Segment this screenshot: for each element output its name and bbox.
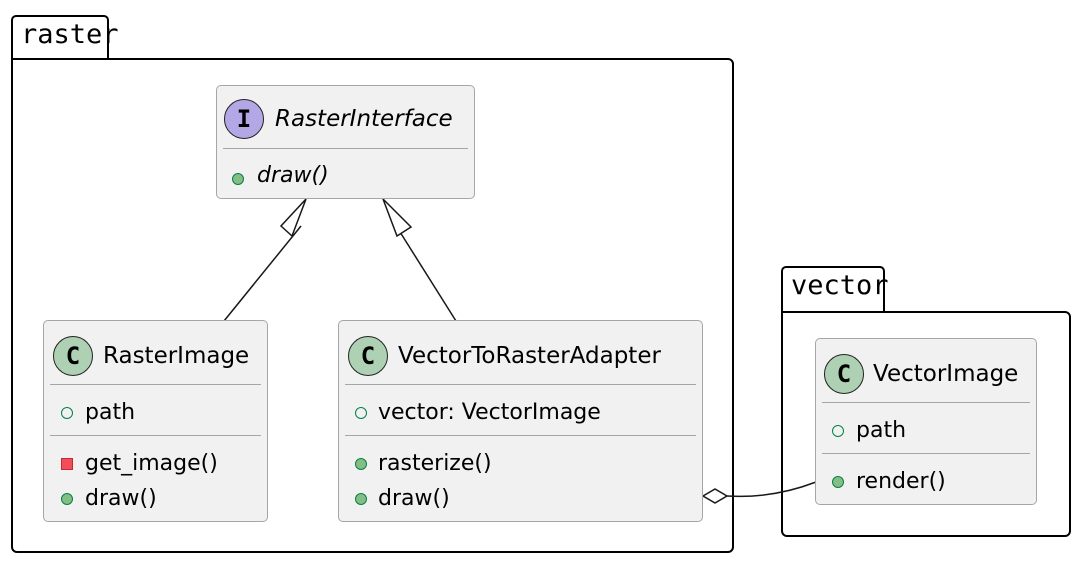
class-vector-to-raster-adapter[interactable]: C VectorToRasterAdapter vector: VectorIm… xyxy=(338,320,703,522)
realization-arrowhead-raster-image xyxy=(279,198,307,238)
realization-line-adapter xyxy=(399,231,457,322)
public-method-icon xyxy=(355,458,367,470)
class-name-adapter: VectorToRasterAdapter xyxy=(398,343,661,369)
private-method-icon xyxy=(61,458,73,470)
class-icon: C xyxy=(53,336,93,376)
method-draw: draw() xyxy=(378,486,450,511)
class-vector-image[interactable]: C VectorImage path render() xyxy=(815,338,1037,505)
method-draw: draw() xyxy=(85,486,157,511)
realization-line-raster-image xyxy=(223,225,302,322)
separator xyxy=(822,453,1030,454)
class-raster-interface[interactable]: I RasterInterface draw() xyxy=(216,85,475,199)
public-field-icon xyxy=(832,425,844,437)
class-name-vector-image: VectorImage xyxy=(873,361,1019,387)
method-rasterize: rasterize() xyxy=(378,451,492,476)
realization-arrowhead-adapter xyxy=(382,198,413,238)
public-method-icon xyxy=(832,476,844,488)
separator xyxy=(50,384,261,385)
class-raster-image[interactable]: C RasterImage path get_image() draw() xyxy=(43,320,268,522)
package-name-raster: raster xyxy=(21,19,119,50)
public-method-icon xyxy=(232,173,244,185)
public-field-icon xyxy=(61,407,73,419)
attribute-vector: vector: VectorImage xyxy=(378,400,601,425)
class-name-raster-image: RasterImage xyxy=(103,343,250,369)
aggregation-line xyxy=(726,481,817,498)
attribute-path: path xyxy=(856,418,907,443)
separator xyxy=(50,435,261,436)
method-render: render() xyxy=(856,469,946,494)
public-field-icon xyxy=(355,407,367,419)
method-get-image: get_image() xyxy=(85,451,218,476)
public-method-icon xyxy=(61,493,73,505)
public-method-icon xyxy=(355,493,367,505)
separator xyxy=(345,384,696,385)
class-icon: C xyxy=(824,354,864,394)
class-icon: C xyxy=(348,336,388,376)
attribute-path: path xyxy=(85,400,136,425)
class-name-raster-interface: RasterInterface xyxy=(275,106,453,132)
separator xyxy=(822,402,1030,403)
interface-icon: I xyxy=(224,99,264,139)
aggregation-diamond xyxy=(701,488,729,504)
package-tab-vector: vector xyxy=(781,266,889,312)
method-draw: draw() xyxy=(257,163,329,188)
package-name-vector: vector xyxy=(791,270,889,301)
package-tab-raster: raster xyxy=(11,15,119,59)
separator xyxy=(345,435,696,436)
separator xyxy=(223,148,468,149)
